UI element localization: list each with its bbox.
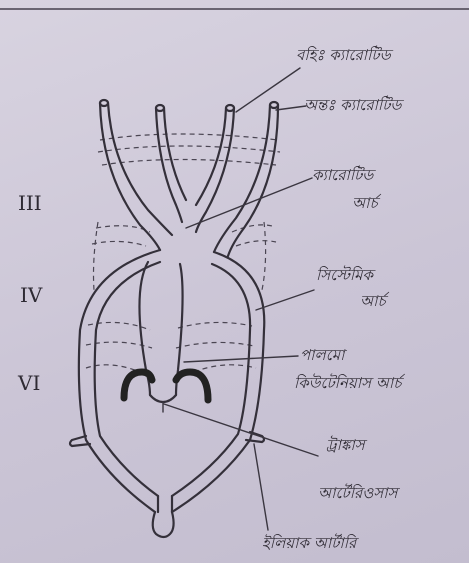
label-systemic-arch-line1: সিস্টেমিক	[316, 265, 376, 284]
label-iliac-artery: ইলিয়াক আর্টারি	[262, 533, 359, 552]
label-carotid-arch-line2: আর্চ	[352, 193, 381, 212]
label-external-carotid: বহিঃ ক্যারোটিড	[296, 45, 394, 64]
carotid-vessels	[100, 100, 278, 256]
label-truncus-line1: ট্রাঙ্কাস	[326, 435, 368, 454]
systemic-arch	[70, 250, 264, 537]
label-pulmocutaneous-line2: কিউটেনিয়াস আর্চ	[294, 373, 405, 392]
roman-numeral-VI: VI	[17, 371, 40, 395]
roman-numeral-III: III	[18, 191, 42, 215]
label-internal-carotid: অন্তঃ ক্যারোটিড	[304, 95, 404, 114]
label-pulmocutaneous-line1: পালমো	[300, 346, 347, 364]
inner-arches	[139, 262, 182, 412]
leader-lines	[164, 68, 318, 530]
roman-numeral-IV: IV	[20, 283, 43, 307]
label-systemic-arch-line2: আর্চ	[360, 291, 389, 310]
label-truncus-line2: আর্টেরিওসাস	[318, 483, 401, 502]
pulmocutaneous-arches	[124, 372, 208, 400]
label-carotid-arch-line1: ক্যারোটিড	[312, 165, 376, 184]
